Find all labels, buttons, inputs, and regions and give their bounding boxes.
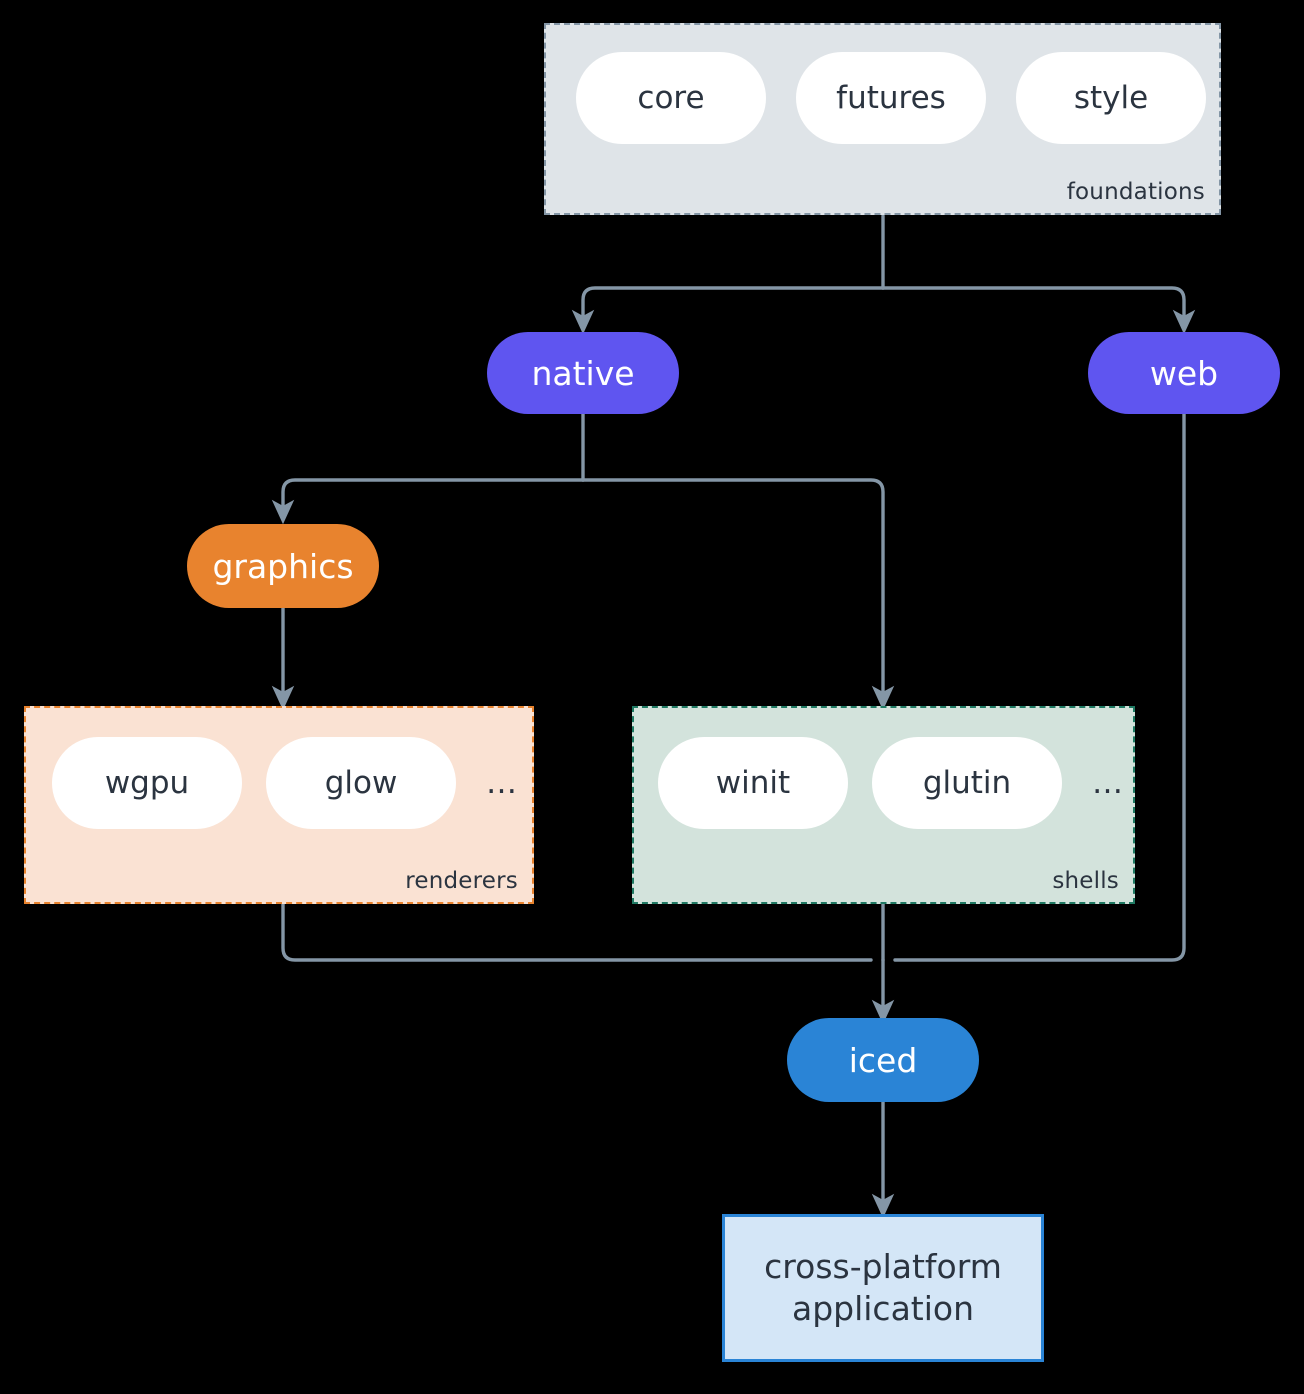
cluster-label-foundations: foundations	[1066, 179, 1205, 205]
shells-ellipsis: …	[1092, 764, 1123, 801]
foundations-items: core futures style	[576, 52, 1206, 144]
edge-renderers-to-iced	[281, 902, 873, 962]
leaf-glow[interactable]: glow	[266, 737, 456, 829]
leaf-style[interactable]: style	[1016, 52, 1206, 144]
cluster-label-renderers: renderers	[405, 868, 518, 894]
cluster-label-shells: shells	[1052, 868, 1119, 894]
leaf-winit[interactable]: winit	[658, 737, 848, 829]
node-iced[interactable]: iced	[787, 1018, 979, 1102]
edge-foundations-to-web	[881, 286, 1196, 335]
cluster-foundations: core futures style foundations	[544, 23, 1221, 215]
edge-foundations-to-native	[571, 286, 885, 335]
node-graphics[interactable]: graphics	[187, 524, 379, 608]
edge-native-to-graphics	[271, 478, 585, 525]
application-line-2: application	[791, 1289, 975, 1328]
leaf-wgpu[interactable]: wgpu	[52, 737, 242, 829]
application-line-1: cross-platform	[764, 1246, 1002, 1286]
leaf-core[interactable]: core	[576, 52, 766, 144]
cluster-shells: winit glutin … shells	[632, 706, 1135, 904]
edge-native-to-shells	[581, 478, 895, 711]
shells-items: winit glutin …	[658, 737, 1129, 829]
renderers-items: wgpu glow …	[52, 737, 523, 829]
renderers-ellipsis: …	[486, 764, 517, 801]
node-web[interactable]: web	[1088, 332, 1280, 414]
cluster-renderers: wgpu glow … renderers	[24, 706, 534, 904]
node-native[interactable]: native	[487, 332, 679, 414]
leaf-glutin[interactable]: glutin	[872, 737, 1062, 829]
leaf-futures[interactable]: futures	[796, 52, 986, 144]
node-cross-platform-application[interactable]: cross-platform application	[722, 1214, 1044, 1362]
